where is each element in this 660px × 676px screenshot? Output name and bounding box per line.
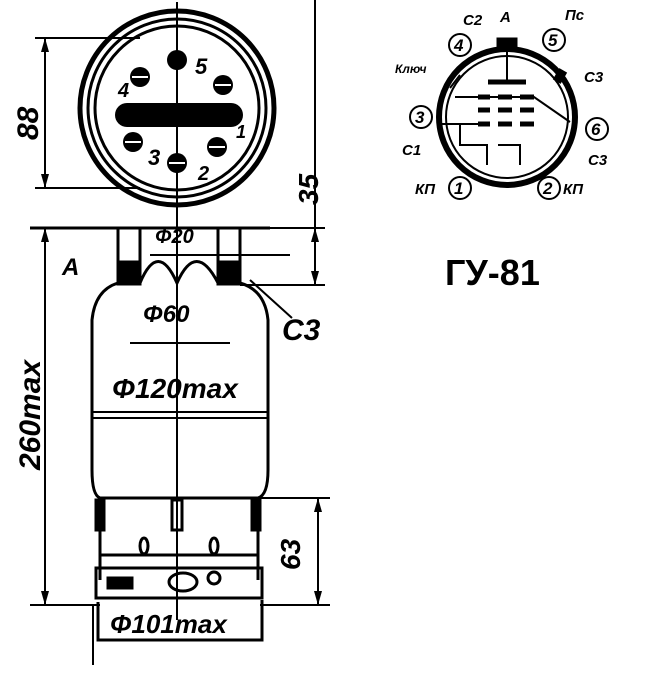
grid3-pin-label: C3 [584, 69, 604, 86]
anode-pin-label: A [499, 9, 511, 26]
dim-base-diameter: Φ101max [110, 609, 228, 639]
anode-bar [115, 103, 243, 127]
top-pin-4: 4 [117, 80, 129, 102]
pin-5-label: Пс [565, 7, 585, 24]
top-pin-5: 5 [195, 54, 208, 79]
pin-4-number: 4 [453, 36, 464, 55]
dim-cap-diameter: Φ20 [155, 226, 194, 248]
grid3-label: C3 [282, 314, 321, 347]
pin-6-number: 6 [591, 120, 601, 139]
pin-1-label: КП [415, 181, 436, 198]
pin-5-circle [542, 28, 566, 52]
top-pin-1: 1 [236, 122, 246, 142]
dim-63 [260, 497, 330, 606]
dim-inner-diameter: Φ60 [143, 301, 190, 328]
pin-4-circle [448, 33, 472, 57]
anode-label: A [61, 254, 79, 281]
dim-88 [35, 37, 140, 189]
pin-2-circle [537, 176, 561, 200]
pin-3-circle [409, 105, 433, 129]
pin-6-circle [585, 117, 609, 141]
dim-260 [30, 228, 100, 606]
pin-1-number: 1 [454, 179, 463, 198]
dim-bulb-diameter: Φ120max [112, 373, 239, 404]
dim-63-label: 63 [275, 538, 306, 570]
top-view [77, 2, 277, 208]
dim-88-label: 88 [12, 106, 45, 140]
pinout-pins [409, 28, 609, 200]
pin-2-label: КП [563, 181, 584, 198]
pin-1-circle [448, 176, 472, 200]
top-pin-3: 3 [148, 145, 160, 170]
side-view [30, 190, 270, 665]
tube-title: ГУ-81 [445, 252, 540, 293]
dim-35-label: 35 [293, 173, 324, 205]
pin-5-number: 5 [548, 31, 558, 50]
dim-260-label: 260max [14, 359, 47, 471]
pin-4-label: C2 [463, 12, 483, 29]
pinout-diagram [436, 37, 578, 188]
pin-6-label: C3 [588, 152, 608, 169]
pin-2-number: 2 [542, 179, 553, 198]
pin-3-label: C1 [402, 142, 421, 159]
key-label: Ключ [395, 62, 426, 76]
top-pin-2: 2 [197, 163, 209, 185]
pin-3-number: 3 [415, 108, 425, 127]
